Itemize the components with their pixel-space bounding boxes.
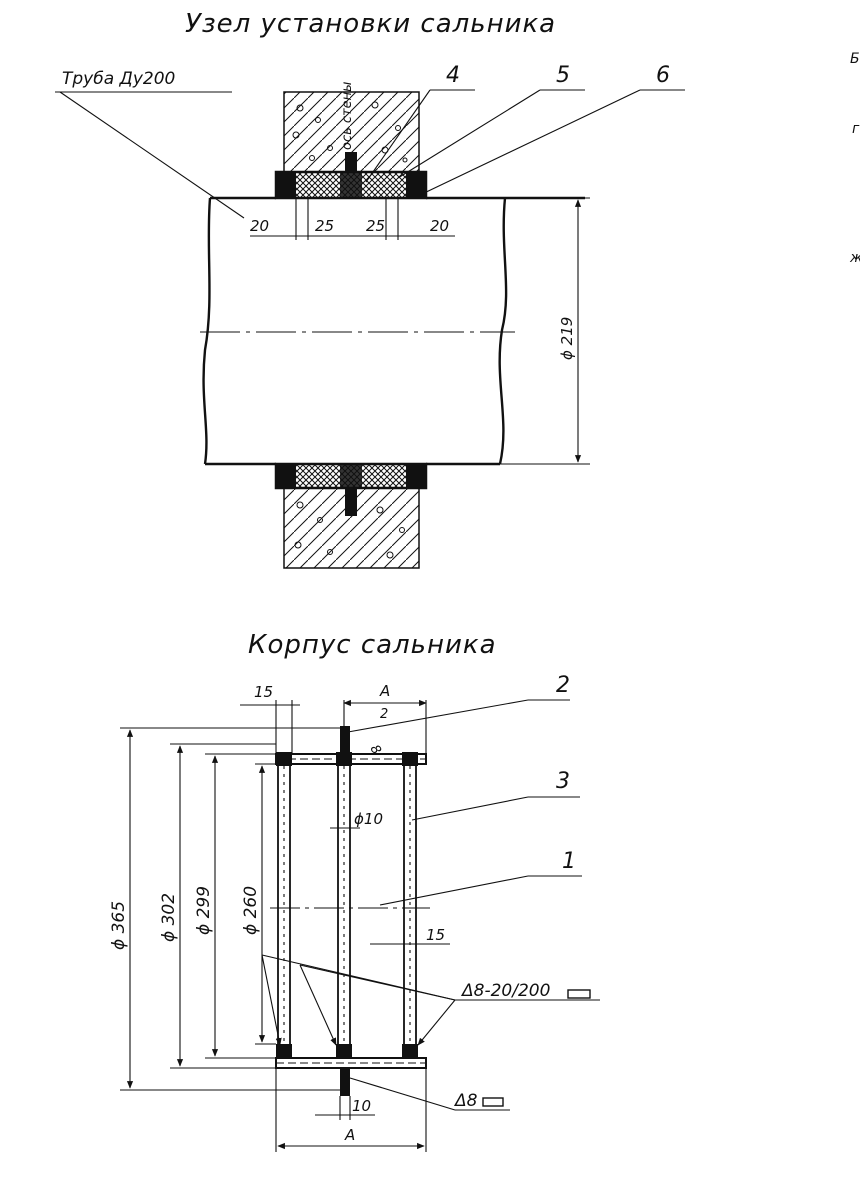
weld-symbol-small [482, 1097, 504, 1107]
margin-mark-3: ж [849, 250, 860, 266]
fin-base-upper [340, 172, 362, 198]
weld-symbol-main [567, 989, 591, 999]
weld-label-main: Δ8-20/200 [460, 981, 550, 1001]
wall-axis-label: ось стены [340, 82, 355, 150]
pipe-body [200, 196, 585, 466]
body-diameter-dims: ϕ 365 ϕ 302 ϕ 299 ϕ 260 [109, 727, 345, 1091]
callout-6: 6 [656, 63, 670, 88]
weld-label-small: Δ8 [453, 1091, 478, 1111]
fin-base-lower [340, 464, 362, 488]
dim-20-left: 20 [250, 217, 269, 235]
dia-365: ϕ 365 [109, 901, 129, 950]
sleeve-body [270, 726, 430, 1096]
assembly-title: Узел установки сальника [185, 9, 556, 39]
dim-2: 2 [380, 707, 388, 722]
dia-302: ϕ 302 [159, 893, 179, 942]
pipe-label: Труба Ду200 [62, 69, 175, 89]
callout-3: 3 [556, 769, 570, 794]
dim-25-left: 25 [315, 217, 334, 235]
wall-lower [283, 487, 420, 569]
dim-A-top: A [379, 682, 390, 700]
margin-mark-2: г [852, 121, 860, 137]
body-top-dims: 15 A 2 8 [240, 682, 427, 757]
diameter-219-label: ϕ 219 [558, 317, 576, 360]
dia-299: ϕ 299 [194, 886, 214, 935]
flange-right-upper [406, 172, 426, 198]
assembly-callouts: 4 5 6 [365, 63, 685, 196]
dim-15-top: 15 [254, 683, 273, 701]
flange-left-upper [276, 172, 296, 198]
dim-diameter-219: ϕ 219 [500, 197, 590, 465]
callout-1: 1 [562, 849, 576, 874]
dim-A-bottom: A [344, 1126, 355, 1144]
body-bottom-dims: 10 A [275, 1068, 427, 1152]
fin-upper [345, 152, 357, 172]
margin-mark-1: Б [850, 51, 860, 67]
callout-4: 4 [446, 63, 460, 88]
callout-3-leader [411, 796, 529, 821]
callout-1-leader [379, 875, 529, 906]
dia-260: ϕ 260 [241, 886, 261, 935]
dim-20-right: 20 [430, 217, 449, 235]
assembly-dims: 20 25 25 20 [250, 198, 455, 240]
dim-10: 10 [352, 1097, 371, 1115]
dim-phi10: ϕ10 [354, 810, 383, 828]
body-title: Корпус сальника [248, 630, 497, 660]
dim-25-right: 25 [366, 217, 385, 235]
callout-5: 5 [556, 63, 570, 88]
concrete-dots-lower [294, 501, 405, 559]
concrete-dots-upper [292, 101, 408, 163]
weld-leaders: Δ8-20/200 Δ8 [261, 954, 600, 1111]
callout-2: 2 [556, 673, 570, 698]
callout-2-leader [347, 699, 529, 733]
dim-15-right: 15 [426, 926, 445, 944]
flange-right-lower [406, 464, 426, 488]
flange-left-lower [276, 464, 296, 488]
